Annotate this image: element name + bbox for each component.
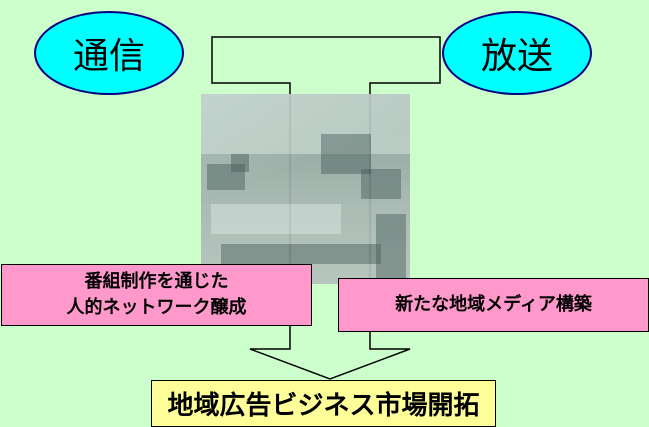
network-building-line2: 人的ネットワーク醸成: [66, 297, 247, 318]
regional-media-label: 新たな地域メディア構築: [395, 294, 592, 315]
network-building-box: 番組制作を通じた 人的ネットワーク醸成: [1, 264, 312, 326]
communication-label: 通信: [72, 36, 145, 77]
regional-media-box: 新たな地域メディア構築: [338, 278, 649, 332]
goal-label: 地域広告ビジネス市場開拓: [167, 391, 480, 421]
broadcasting-node: 放送: [442, 11, 592, 95]
goal-box: 地域広告ビジネス市場開拓: [151, 380, 496, 427]
communication-node: 通信: [34, 11, 184, 95]
broadcasting-label: 放送: [480, 36, 553, 77]
studio-photo: [201, 94, 410, 284]
network-building-line1: 番組制作を通じた: [84, 271, 229, 292]
